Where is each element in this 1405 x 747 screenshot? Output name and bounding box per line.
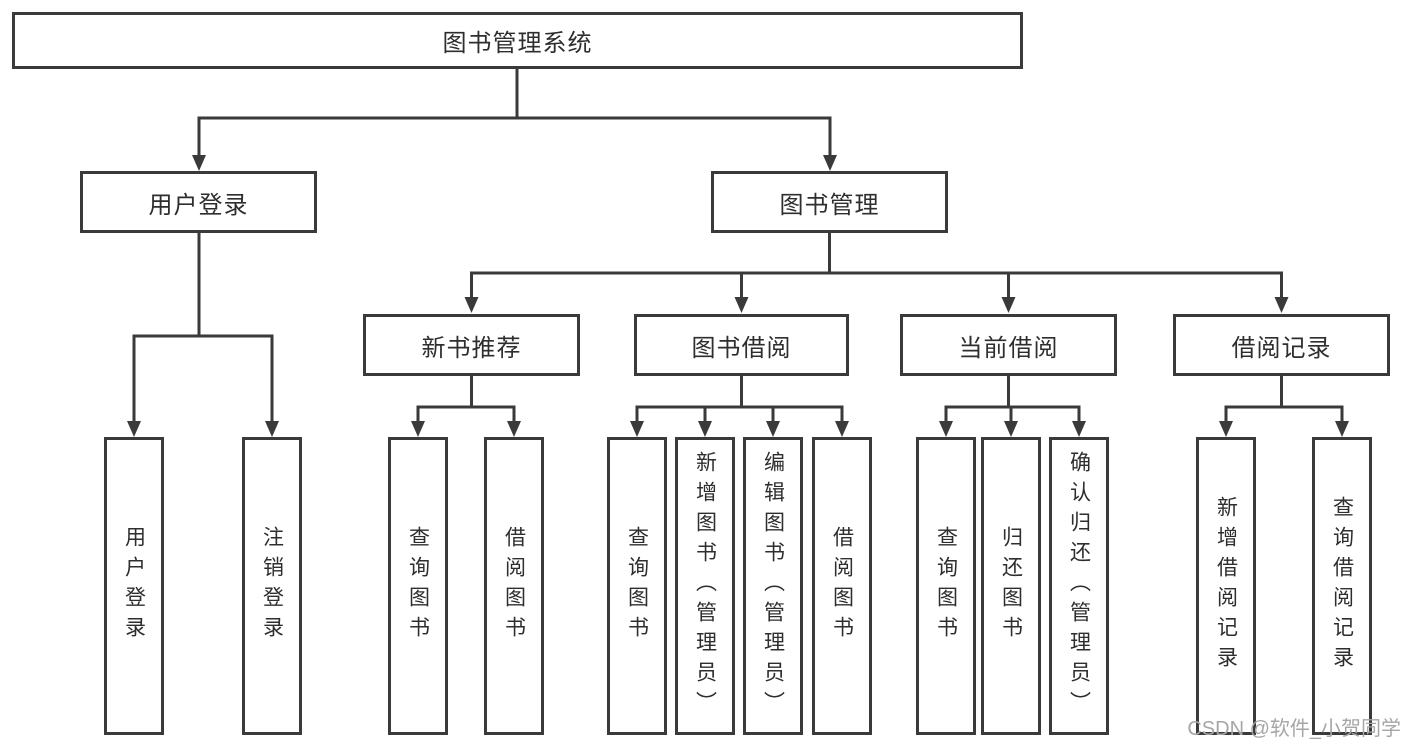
node-new-book-recommend: 新书推荐 xyxy=(363,314,580,376)
leaf-query-books-recommend: 查询图书 xyxy=(388,437,448,735)
leaf-add-borrow-record: 新增借阅记录 xyxy=(1196,437,1256,735)
leaf-label: 新增借阅记录 xyxy=(1214,496,1238,676)
node-label: 图书管理系统 xyxy=(442,30,593,57)
leaf-user-login: 用户登录 xyxy=(104,437,164,735)
leaf-borrow-books: 借阅图书 xyxy=(812,437,872,735)
leaf-label: 查询图书 xyxy=(934,526,958,646)
leaf-label: 注销登录 xyxy=(260,526,284,646)
node-current-borrowing: 当前借阅 xyxy=(900,314,1117,376)
leaf-label: 用户登录 xyxy=(122,526,146,646)
csdn-watermark: CSDN @软件_小贺同学 xyxy=(1187,718,1401,740)
leaf-label: 借阅图书 xyxy=(830,526,854,646)
leaf-label: 查询图书 xyxy=(406,526,430,646)
leaf-label: 编辑图书（管理员） xyxy=(761,451,785,721)
leaf-borrow-books-recommend: 借阅图书 xyxy=(484,437,544,735)
node-user-login: 用户登录 xyxy=(80,171,317,233)
leaf-query-borrow-record: 查询借阅记录 xyxy=(1312,437,1372,735)
leaf-label: 归还图书 xyxy=(999,526,1023,646)
leaf-label: 确认归还（管理员） xyxy=(1067,451,1091,721)
leaf-confirm-return-admin: 确认归还（管理员） xyxy=(1049,437,1109,735)
leaf-label: 查询借阅记录 xyxy=(1330,496,1354,676)
leaf-logout: 注销登录 xyxy=(242,437,302,735)
leaf-return-books: 归还图书 xyxy=(981,437,1041,735)
node-label: 新书推荐 xyxy=(421,334,522,362)
node-label: 图书管理 xyxy=(779,191,880,219)
leaf-label: 借阅图书 xyxy=(502,526,526,646)
leaf-label: 新增图书（管理员） xyxy=(693,451,717,721)
node-borrowing-records: 借阅记录 xyxy=(1173,314,1390,376)
node-book-management: 图书管理 xyxy=(711,171,948,233)
leaf-edit-books-admin: 编辑图书（管理员） xyxy=(743,437,803,735)
node-book-borrowing: 图书借阅 xyxy=(634,314,849,376)
leaf-query-books-borrowing: 查询图书 xyxy=(607,437,667,735)
node-label: 用户登录 xyxy=(148,191,249,219)
leaf-add-books-admin: 新增图书（管理员） xyxy=(675,437,735,735)
node-label: 借阅记录 xyxy=(1231,334,1332,362)
node-label: 当前借阅 xyxy=(958,334,1059,362)
node-root-system: 图书管理系统 xyxy=(12,12,1023,69)
node-label: 图书借阅 xyxy=(691,334,792,362)
leaf-label: 查询图书 xyxy=(625,526,649,646)
leaf-query-books-current: 查询图书 xyxy=(916,437,976,735)
